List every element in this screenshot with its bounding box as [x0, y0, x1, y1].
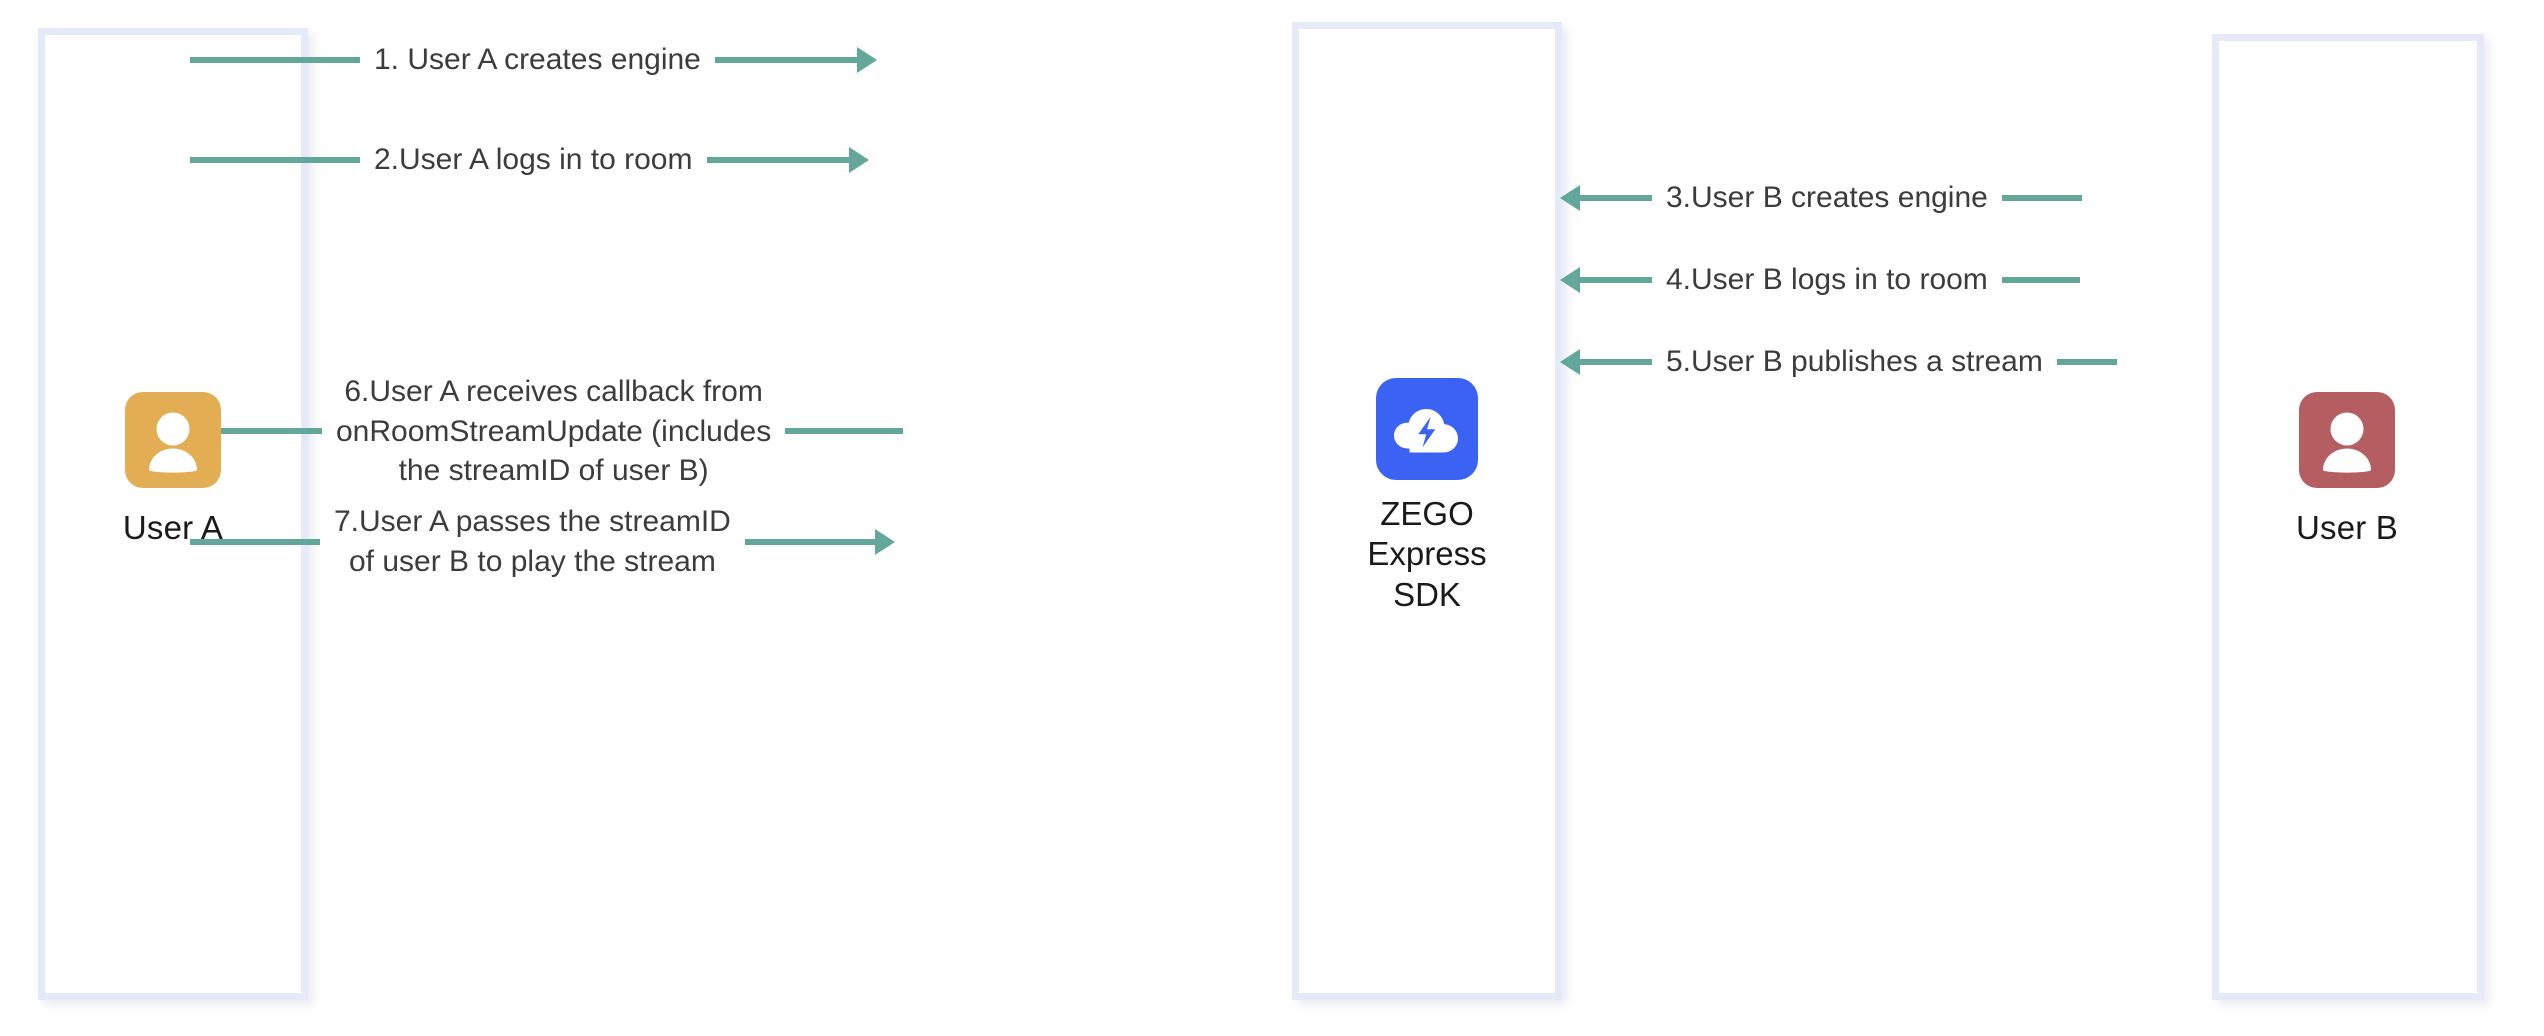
message-label-5: 5.User B publishes a stream	[1666, 345, 2043, 378]
arrow-line-segment	[210, 428, 322, 435]
arrow-line-segment	[190, 56, 360, 63]
message-arrow-6: 6.User A receives callback from onRoomSt…	[190, 372, 904, 491]
message-arrow-3: 3.User B creates engine	[1560, 178, 2082, 218]
arrowhead-left-icon	[1560, 184, 1580, 211]
actor-user-a: User A	[38, 392, 308, 548]
arrow-line-segment	[190, 156, 360, 163]
arrowhead-left-icon	[1560, 348, 1580, 375]
message-label-4: 4.User B logs in to room	[1666, 263, 1988, 296]
actor-user-b: User B	[2212, 392, 2482, 548]
arrowhead-right-icon	[856, 46, 877, 73]
arrowhead-right-icon	[874, 528, 895, 555]
arrow-line-segment	[2001, 194, 2082, 201]
zego-cloud-bolt-icon	[1376, 378, 1478, 480]
person-avatar-icon	[2299, 392, 2395, 488]
actor-label-user-b: User B	[2295, 509, 2399, 546]
message-label-6: 6.User A receives callback from onRoomSt…	[336, 375, 772, 488]
arrow-line-segment	[785, 428, 904, 435]
actor-label-user-a: User A	[122, 509, 224, 546]
person-avatar-icon	[125, 392, 221, 488]
message-label-1: 1. User A creates engine	[374, 43, 701, 76]
arrow-line-segment	[714, 56, 857, 63]
message-arrow-1: 1. User A creates engine	[190, 40, 877, 80]
arrow-line-segment	[2001, 276, 2080, 283]
arrow-line-segment	[1580, 194, 1652, 201]
arrow-line-segment	[190, 538, 320, 545]
arrow-line-segment	[1580, 358, 1652, 365]
arrowhead-right-icon	[848, 146, 869, 173]
message-label-7: 7.User A passes the streamID of user B t…	[334, 505, 731, 578]
lane-user-a	[38, 28, 308, 1000]
message-arrow-2: 2.User A logs in to room	[190, 140, 869, 180]
message-arrow-5: 5.User B publishes a stream	[1560, 342, 2117, 382]
message-arrow-4: 4.User B logs in to room	[1560, 260, 2080, 300]
message-arrow-7: 7.User A passes the streamID of user B t…	[190, 502, 895, 581]
arrowhead-left-icon	[1560, 266, 1580, 293]
message-label-2: 2.User A logs in to room	[374, 143, 693, 176]
arrow-line-segment	[706, 156, 849, 163]
arrow-line-segment	[744, 538, 875, 545]
lane-user-b	[2212, 34, 2484, 1000]
lane-zego-sdk	[1292, 22, 1562, 1000]
arrow-line-segment	[1580, 276, 1652, 283]
arrow-line-segment	[2056, 358, 2117, 365]
actor-zego-sdk: ZEGO Express SDK	[1292, 378, 1562, 615]
message-label-3: 3.User B creates engine	[1666, 181, 1988, 214]
actor-label-zego-sdk: ZEGO Express SDK	[1367, 495, 1487, 613]
